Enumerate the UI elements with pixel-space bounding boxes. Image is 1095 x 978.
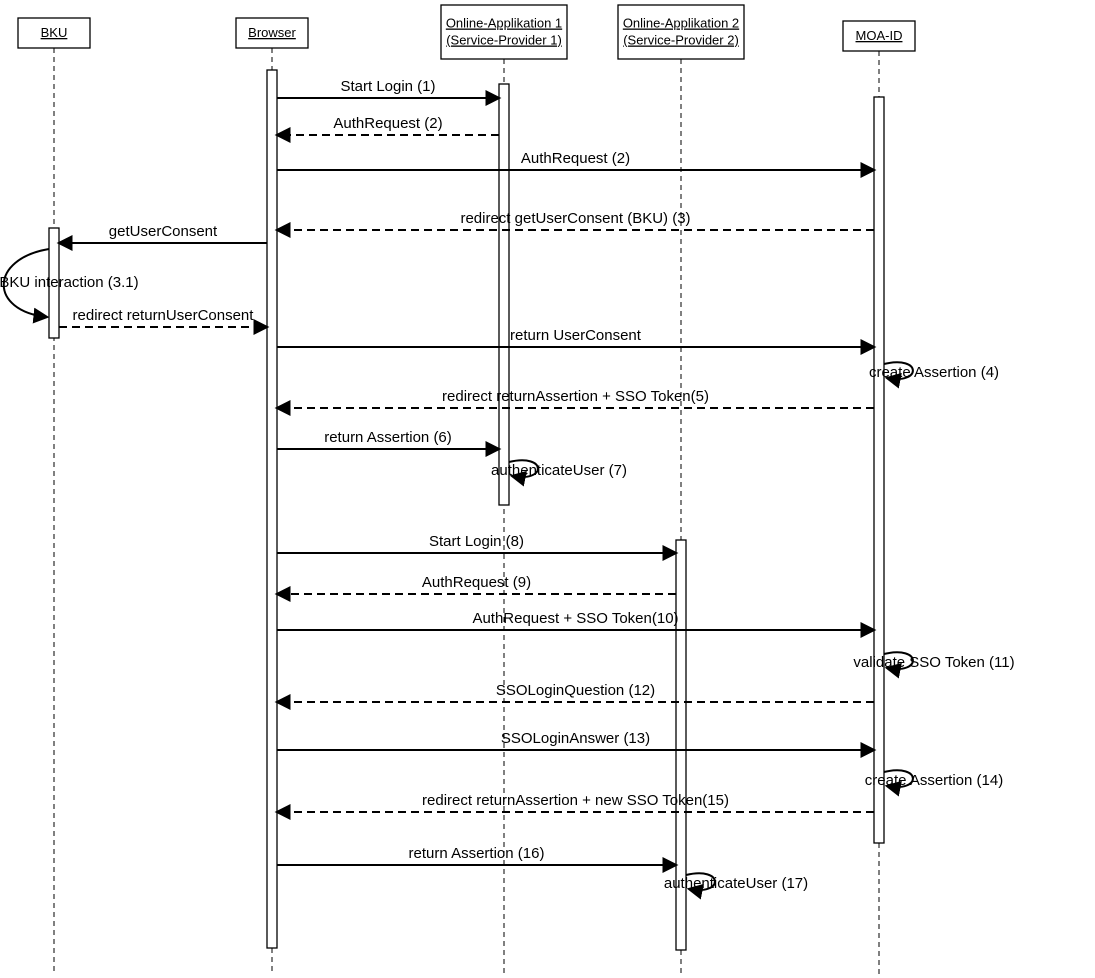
- actor-box-moaid: [842, 20, 916, 52]
- message-label: SSOLoginQuestion (12): [496, 682, 655, 699]
- actor-box-oa2: [617, 4, 745, 60]
- message-label: AuthRequest (2): [521, 150, 630, 167]
- actor-box-bku: [17, 17, 91, 49]
- activation-oa2: [675, 539, 687, 951]
- activation-moaid: [873, 96, 885, 844]
- message-label: AuthRequest (9): [422, 574, 531, 591]
- message-label: AuthRequest (2): [333, 115, 442, 132]
- self-message-label: create Assertion (4): [869, 364, 999, 381]
- lifelines-layer: [53, 48, 880, 975]
- message-label: SSOLoginAnswer (13): [501, 730, 650, 747]
- activations-layer: [48, 69, 885, 951]
- actor-box-browser: [235, 17, 309, 49]
- activation-oa1: [498, 83, 510, 506]
- actor-label-browser: Browser: [248, 25, 296, 40]
- message-label: redirect returnAssertion + new SSO Token…: [422, 792, 729, 809]
- message-label: redirect returnAssertion + SSO Token(5): [442, 388, 709, 405]
- self-message-loop: [508, 459, 539, 487]
- self-message-label: authenticateUser (7): [491, 462, 627, 479]
- self-message-label: authenticateUser (17): [664, 875, 808, 892]
- self-message-label: BKU interaction (3.1): [0, 274, 139, 291]
- self-message-loop: [883, 361, 914, 389]
- self-message-loop: [685, 872, 716, 900]
- self-message-loop: [2, 248, 50, 324]
- self-message-label: create Assertion (14): [865, 772, 1003, 789]
- messages-layer: Start Login (1) AuthRequest (2) AuthReques…: [56, 78, 877, 873]
- activation-browser: [266, 69, 278, 949]
- message-label: redirect returnUserConsent: [73, 307, 255, 324]
- activation-bku: [48, 227, 60, 339]
- self-message-loop: [883, 769, 914, 797]
- self-messages-layer: BKU interaction (3.1) create Assertion (4…: [0, 248, 1015, 900]
- message-label: return UserConsent: [510, 327, 642, 344]
- message-label: AuthRequest + SSO Token(10): [472, 610, 678, 627]
- message-label: redirect getUserConsent (BKU) (3): [460, 210, 690, 227]
- actor-label-oa1: Online-Applikation 1(Service-Provider 1): [446, 16, 562, 48]
- actor-box-oa1: [440, 4, 568, 60]
- actor-label-oa2: Online-Applikation 2(Service-Provider 2): [623, 16, 739, 48]
- actor-heads-layer: BKU Browser Online-Applikation 1(Service-P…: [17, 4, 916, 60]
- message-label: Start Login (1): [340, 78, 435, 95]
- message-label: Start Login (8): [429, 533, 524, 550]
- self-message-label: validate SSO Token (11): [853, 654, 1014, 671]
- message-label: return Assertion (16): [409, 845, 545, 862]
- message-label: return Assertion (6): [324, 429, 452, 446]
- actor-label-bku: BKU: [41, 25, 68, 40]
- actor-label-moaid: MOA-ID: [856, 28, 903, 43]
- self-message-loop: [883, 651, 914, 679]
- message-label: getUserConsent: [109, 223, 218, 240]
